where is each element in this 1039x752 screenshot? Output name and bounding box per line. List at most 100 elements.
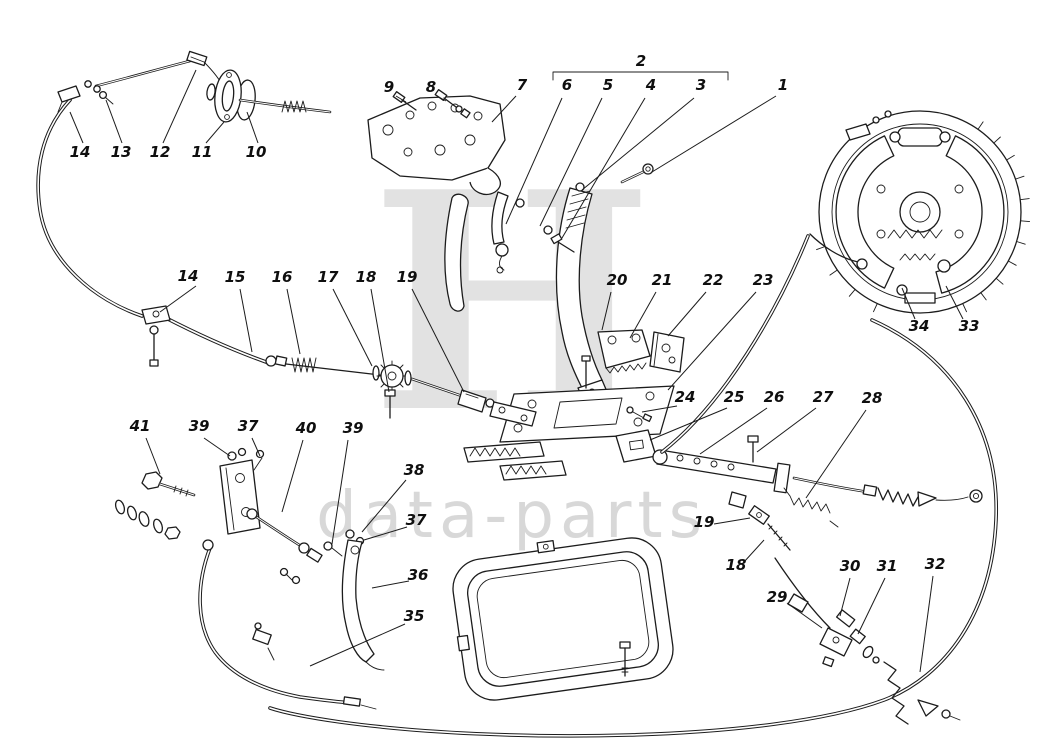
part-label-1: 1	[778, 76, 788, 94]
equalizer-bracket	[615, 429, 657, 463]
leader-line-19	[713, 517, 751, 525]
leader-line-36	[371, 580, 410, 589]
release-rod	[444, 193, 469, 312]
rear-cable-right	[774, 557, 961, 725]
part-label-20: 20	[607, 271, 628, 289]
cable-spring-coil	[281, 100, 307, 113]
drum-lever	[809, 233, 859, 263]
pivot-bolt	[543, 225, 575, 253]
leader-line-22	[667, 291, 707, 337]
part-label-18: 18	[726, 556, 747, 574]
cable-eye	[265, 355, 277, 367]
part-label-31: 31	[877, 557, 898, 575]
part-label-6: 6	[562, 76, 572, 94]
leader-line-20	[601, 291, 612, 331]
leader-line-15	[239, 288, 253, 353]
leader-line-37	[251, 437, 261, 457]
part-label-36: 36	[408, 566, 429, 584]
rear-cable-boot-32	[883, 661, 909, 725]
part-label-19: 19	[694, 513, 715, 531]
plate-bolt	[581, 355, 591, 389]
leader-line-26	[699, 407, 768, 455]
wheel-cylinder	[897, 127, 943, 147]
part-label-26: 26	[764, 388, 785, 406]
label-2-bracket	[552, 71, 729, 81]
leader-line-4	[561, 97, 646, 239]
pawl-rod	[491, 191, 509, 245]
serrated-strip	[499, 460, 567, 481]
rod-fork	[787, 593, 809, 613]
floor-gasket	[452, 537, 674, 701]
cable-bracket	[141, 305, 171, 325]
part-label-10: 10	[246, 143, 267, 161]
watermark-text: data-parts	[316, 479, 708, 553]
part-label-39: 39	[343, 419, 364, 437]
leader-line-7	[491, 95, 517, 123]
part-label-7: 7	[517, 76, 528, 94]
part-label-13: 13	[111, 143, 132, 161]
leader-line-33	[945, 285, 964, 320]
part-label-38: 38	[404, 461, 425, 479]
part-label-15: 15	[225, 268, 246, 286]
leader-line-13	[105, 99, 123, 144]
gasket-bolt	[619, 641, 631, 677]
leader-line-32	[919, 575, 934, 673]
bolt-1	[620, 163, 654, 184]
leader-line-23	[667, 291, 757, 391]
part-label-16: 16	[272, 268, 293, 286]
ratchet-sector-and-bracket	[597, 329, 685, 374]
adjuster-spring	[291, 357, 317, 373]
part-label-5: 5	[603, 76, 613, 94]
leader-line-14	[69, 111, 84, 144]
bolt-8	[434, 89, 471, 119]
bolt-39b	[323, 541, 343, 557]
leader-line-39	[331, 439, 349, 545]
part-label-32: 32	[925, 555, 946, 573]
pedal-bracket-assembly	[114, 447, 385, 710]
leader-line-11	[205, 121, 225, 144]
leader-line-31	[857, 577, 886, 635]
adjuster-bar	[904, 292, 936, 304]
lever-arm-36	[341, 539, 375, 663]
part-label-33: 33	[959, 317, 980, 335]
leader-line-8	[436, 95, 447, 102]
bolt-41	[141, 471, 196, 497]
equalizer-t-end	[773, 462, 791, 494]
intermediate-cable	[792, 476, 983, 507]
leader-line-18	[370, 288, 390, 393]
leader-line-3	[581, 97, 695, 191]
part-label-8: 8	[426, 78, 436, 96]
leader-line-9	[395, 95, 407, 103]
part-label-2: 2	[636, 52, 646, 70]
cable-35	[198, 546, 354, 705]
leader-line-17	[332, 288, 373, 367]
leader-line-38	[361, 479, 407, 533]
part-label-11: 11	[192, 143, 213, 161]
hub-opening	[899, 191, 941, 233]
leader-line-39	[203, 437, 231, 457]
leader-line-21	[629, 291, 657, 339]
leader-line-40	[281, 439, 304, 513]
serrated-strip	[463, 441, 545, 463]
adjuster-sleeve-30	[835, 609, 856, 628]
part-label-4: 4	[645, 76, 656, 94]
leader-line-24	[641, 405, 678, 413]
part-label-19: 19	[397, 268, 418, 286]
part-label-12: 12	[150, 143, 171, 161]
part-label-30: 30	[840, 557, 861, 575]
front-rod-assembly	[141, 305, 537, 427]
release-button	[515, 198, 525, 208]
leader-line-5	[539, 97, 603, 227]
rod-clevis	[728, 491, 747, 509]
equalizer-assembly	[615, 406, 839, 551]
part-label-37: 37	[406, 511, 427, 529]
front-cable-assembly	[36, 50, 332, 364]
gasket-clip	[536, 539, 556, 554]
part-label-28: 28	[862, 389, 883, 407]
part-label-17: 17	[318, 268, 339, 286]
leader-line-37	[363, 526, 408, 541]
connector-31	[849, 628, 866, 645]
